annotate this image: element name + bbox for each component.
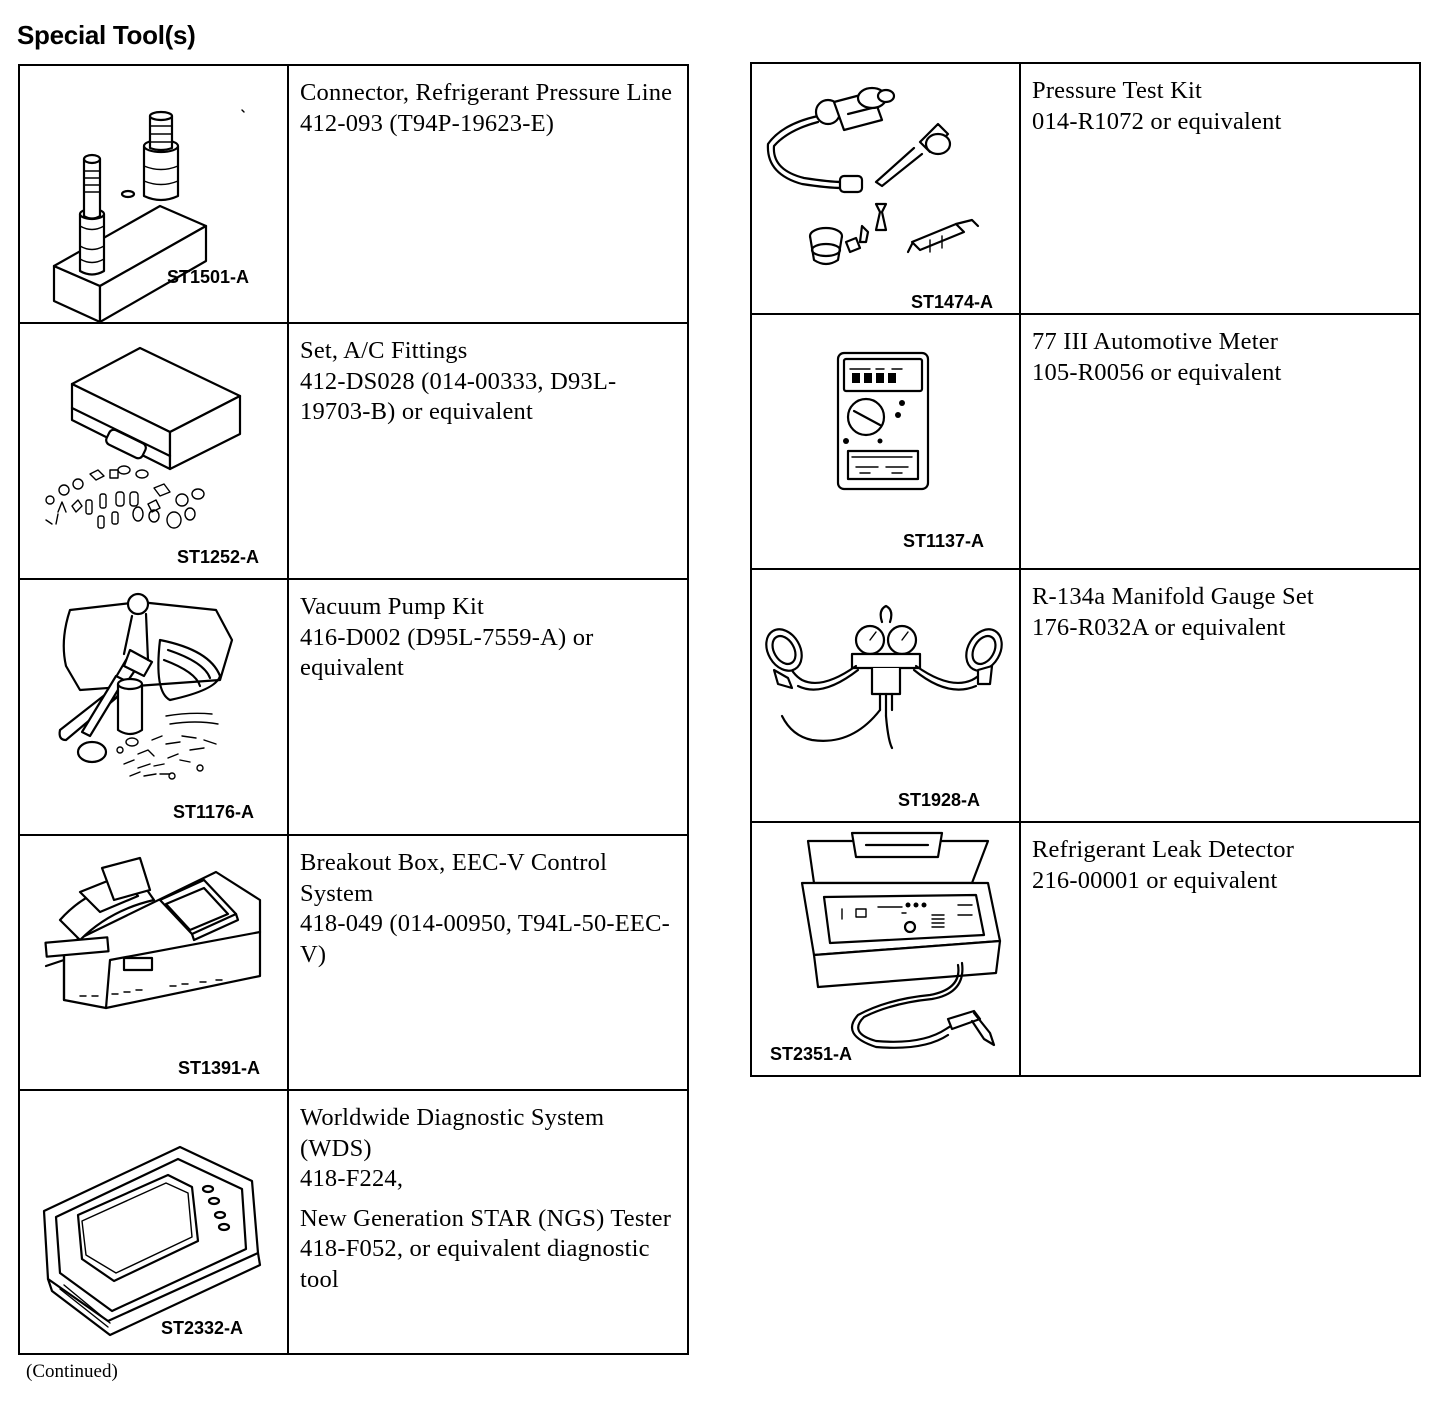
diagnostic-tablet-icon bbox=[42, 1145, 262, 1337]
automotive-meter-icon bbox=[836, 351, 930, 491]
tool-illustration-cell: ST1137-A bbox=[750, 313, 1021, 570]
tool-row: ST1501-A Connector, Refrigerant Pressure… bbox=[18, 64, 689, 324]
tool-name: Refrigerant Leak Detector bbox=[1032, 836, 1295, 863]
manifold-gauge-set-icon bbox=[765, 604, 1003, 750]
tool-name: Breakout Box, EEC-V Control System bbox=[300, 849, 608, 907]
tool-illustration-cell: ST1928-A bbox=[750, 568, 1021, 823]
tool-name: Worldwide Diagnostic System (WDS) bbox=[300, 1104, 605, 1162]
page-title: Special Tool(s) bbox=[17, 20, 196, 50]
tool-illustration-cell: ST1501-A bbox=[18, 64, 289, 324]
special-tools-table-left: ST1501-A Connector, Refrigerant Pressure… bbox=[18, 64, 689, 1355]
tool-row: ST1928-A R-134a Manifold Gauge Set 176-R… bbox=[750, 568, 1421, 823]
tool-number: 105-R0056 or equivalent bbox=[1032, 358, 1282, 386]
tool-illustration-cell: ST1252-A bbox=[18, 322, 289, 580]
tool-part-code: ST1137-A bbox=[903, 531, 985, 551]
tool-name: Pressure Test Kit bbox=[1032, 77, 1202, 104]
tool-description: Vacuum Pump Kit 416-D002 (D95L-7559-A) o… bbox=[287, 578, 689, 836]
tool-row: ST1176-A Vacuum Pump Kit 416-D002 (D95L-… bbox=[18, 578, 689, 836]
vacuum-pump-kit-icon bbox=[58, 592, 234, 780]
tool-number: 416-D002 (D95L-7559-A) or equivalent bbox=[300, 623, 594, 682]
leak-detector-icon bbox=[800, 831, 1002, 1049]
tool-number: 418-F224, bbox=[300, 1165, 404, 1192]
continued-note: (Continued) bbox=[26, 1361, 118, 1382]
tool-illustration-cell: ST2332-A bbox=[18, 1089, 289, 1355]
tool-number: 412-DS028 (014-00333, D93L-19703-B) or e… bbox=[300, 367, 617, 426]
tool-part-code: ST1252-A bbox=[177, 547, 260, 567]
tool-name: R-134a Manifold Gauge Set bbox=[1032, 583, 1314, 610]
tool-part-code: ST1391-A bbox=[178, 1058, 261, 1078]
tool-description: Refrigerant Leak Detector 216-00001 or e… bbox=[1019, 821, 1421, 1077]
tool-alt-name: New Generation STAR (NGS) Tester bbox=[300, 1204, 672, 1232]
tool-row: ST1474-A Pressure Test Kit 014-R1072 or … bbox=[750, 62, 1421, 315]
tool-part-code: ST2351-A bbox=[770, 1044, 853, 1064]
tool-alt-number: 418-F052, or equivalent diagnostic tool bbox=[300, 1235, 650, 1293]
tool-row: ST2332-A Worldwide Diagnostic System (WD… bbox=[18, 1089, 689, 1355]
tool-illustration-cell: ST1474-A bbox=[750, 62, 1021, 315]
tool-part-code: ST1176-A bbox=[173, 802, 255, 822]
tool-number: 418-049 (014-00950, T94L-50-EEC-V) bbox=[300, 910, 670, 968]
tool-illustration-cell: ST1391-A bbox=[18, 834, 289, 1091]
tool-description: Connector, Refrigerant Pressure Line 412… bbox=[287, 64, 689, 324]
special-tools-table-right: ST1474-A Pressure Test Kit 014-R1072 or … bbox=[750, 62, 1421, 1077]
tool-description: Worldwide Diagnostic System (WDS) 418-F2… bbox=[287, 1089, 689, 1355]
tool-name: 77 III Automotive Meter bbox=[1032, 328, 1279, 355]
tool-illustration-cell: ST1176-A bbox=[18, 578, 289, 836]
tool-name: Connector, Refrigerant Pressure Line bbox=[300, 79, 673, 106]
tool-number: 216-00001 or equivalent bbox=[1032, 866, 1278, 894]
tool-row: ST1391-A Breakout Box, EEC-V Control Sys… bbox=[18, 834, 689, 1091]
tool-number: 014-R1072 or equivalent bbox=[1032, 107, 1282, 135]
tool-description: Set, A/C Fittings 412-DS028 (014-00333, … bbox=[287, 322, 689, 580]
tool-number: 412-093 (T94P-19623-E) bbox=[300, 109, 555, 137]
pressure-line-connector-icon bbox=[52, 109, 245, 322]
pressure-test-kit-icon bbox=[766, 86, 980, 266]
tool-description: Breakout Box, EEC-V Control System 418-0… bbox=[287, 834, 689, 1091]
ac-fittings-set-icon bbox=[45, 346, 242, 529]
tool-number: 176-R032A or equivalent bbox=[1032, 613, 1286, 641]
tool-part-code: ST1474-A bbox=[911, 292, 994, 312]
tool-row: ST2351-A Refrigerant Leak Detector 216-0… bbox=[750, 821, 1421, 1077]
tool-row: ST1252-A Set, A/C Fittings 412-DS028 (01… bbox=[18, 322, 689, 580]
breakout-box-icon bbox=[44, 856, 262, 1010]
tool-part-code: ST1501-A bbox=[167, 267, 250, 287]
tool-illustration-cell: ST2351-A bbox=[750, 821, 1021, 1077]
tool-part-code: ST2332-A bbox=[161, 1318, 244, 1338]
tool-description: 77 III Automotive Meter 105-R0056 or equ… bbox=[1019, 313, 1421, 570]
tool-name: Set, A/C Fittings bbox=[300, 337, 468, 364]
tool-row: ST1137-A 77 III Automotive Meter 105-R00… bbox=[750, 313, 1421, 570]
tool-description: R-134a Manifold Gauge Set 176-R032A or e… bbox=[1019, 568, 1421, 823]
tool-name: Vacuum Pump Kit bbox=[300, 593, 485, 620]
tool-part-code: ST1928-A bbox=[898, 790, 981, 810]
tool-description: Pressure Test Kit 014-R1072 or equivalen… bbox=[1019, 62, 1421, 315]
